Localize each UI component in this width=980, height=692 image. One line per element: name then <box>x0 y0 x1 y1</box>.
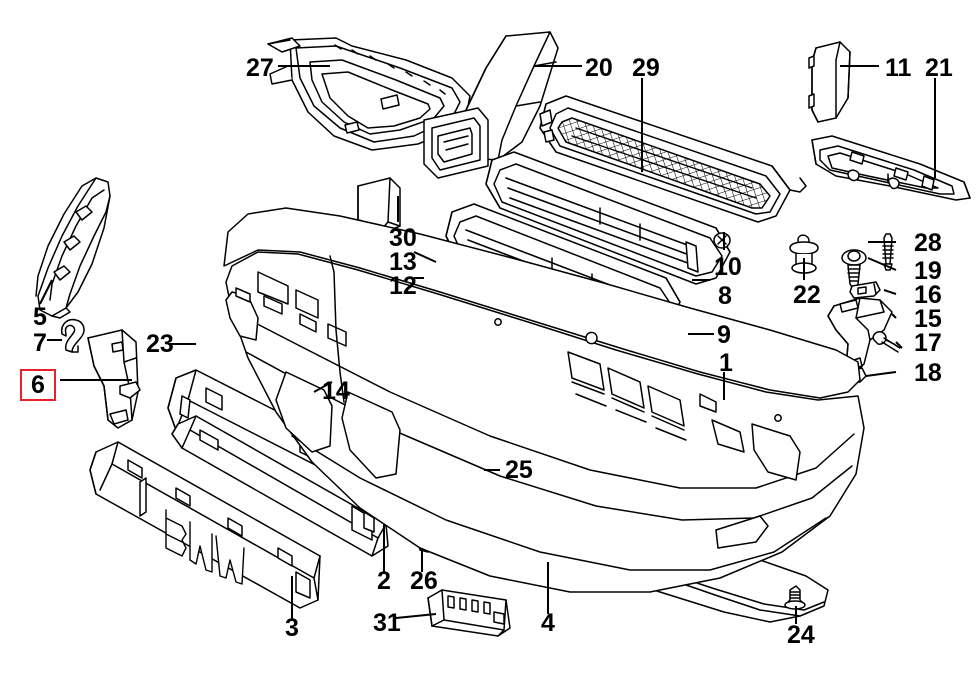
callout-1[interactable]: 1 <box>719 349 733 377</box>
callout-20[interactable]: 20 <box>585 54 613 82</box>
part-29-mesh-grille <box>539 95 807 223</box>
part-air-intake-bezel <box>423 107 489 179</box>
callout-12[interactable]: 12 <box>389 272 417 300</box>
part-19-screw <box>841 249 867 291</box>
callout-30[interactable]: 30 <box>389 224 417 252</box>
highlight-inner-border <box>22 371 54 399</box>
part-5-left-trim <box>35 177 111 319</box>
callout-7[interactable]: 7 <box>33 329 47 357</box>
callout-15[interactable]: 15 <box>914 305 942 333</box>
callout-26[interactable]: 26 <box>410 567 438 595</box>
callout-31[interactable]: 31 <box>373 609 401 637</box>
callout-6: 6 <box>31 370 45 399</box>
part-7-clip <box>60 318 85 353</box>
callout-4[interactable]: 4 <box>541 609 555 637</box>
callout-11[interactable]: 11 <box>885 54 912 82</box>
callout-14[interactable]: 14 <box>322 377 350 405</box>
callout-19[interactable]: 19 <box>914 257 942 285</box>
callout-3[interactable]: 3 <box>285 614 299 642</box>
callout-17[interactable]: 17 <box>914 329 942 357</box>
callout-22[interactable]: 22 <box>793 281 821 309</box>
part-24-rivet <box>784 585 806 610</box>
part-21-right-frame <box>811 135 971 201</box>
part-1-bumper-cover <box>223 207 865 593</box>
callout-23[interactable]: 23 <box>146 330 174 358</box>
part-22-rivet <box>789 234 819 274</box>
callout-21[interactable]: 21 <box>925 54 953 82</box>
callout-8[interactable]: 8 <box>718 282 732 310</box>
part-16-clip-nut <box>849 281 881 299</box>
part-31-duct-cover <box>427 589 511 637</box>
callout-24[interactable]: 24 <box>787 621 815 649</box>
part-17-screw <box>872 331 901 353</box>
callout-27[interactable]: 27 <box>246 54 274 82</box>
callout-18[interactable]: 18 <box>914 359 942 387</box>
part-3-plate-carrier <box>89 441 321 609</box>
part-8-middle-grille <box>485 151 731 285</box>
callout-9[interactable]: 9 <box>717 321 731 349</box>
callout-5[interactable]: 5 <box>33 303 47 331</box>
callout-13[interactable]: 13 <box>389 248 417 276</box>
callout-6-highlight[interactable]: 6 <box>20 369 56 401</box>
leader-lines <box>39 65 936 624</box>
callout-16[interactable]: 16 <box>914 281 942 309</box>
part-10-nut <box>713 232 731 249</box>
callout-28[interactable]: 28 <box>914 229 942 257</box>
callout-10[interactable]: 10 <box>714 253 742 281</box>
highlight-box <box>20 369 56 401</box>
callout-25[interactable]: 25 <box>505 456 533 484</box>
callout-2[interactable]: 2 <box>377 567 391 595</box>
part-11-cover <box>808 41 851 123</box>
callout-29[interactable]: 29 <box>632 54 660 82</box>
